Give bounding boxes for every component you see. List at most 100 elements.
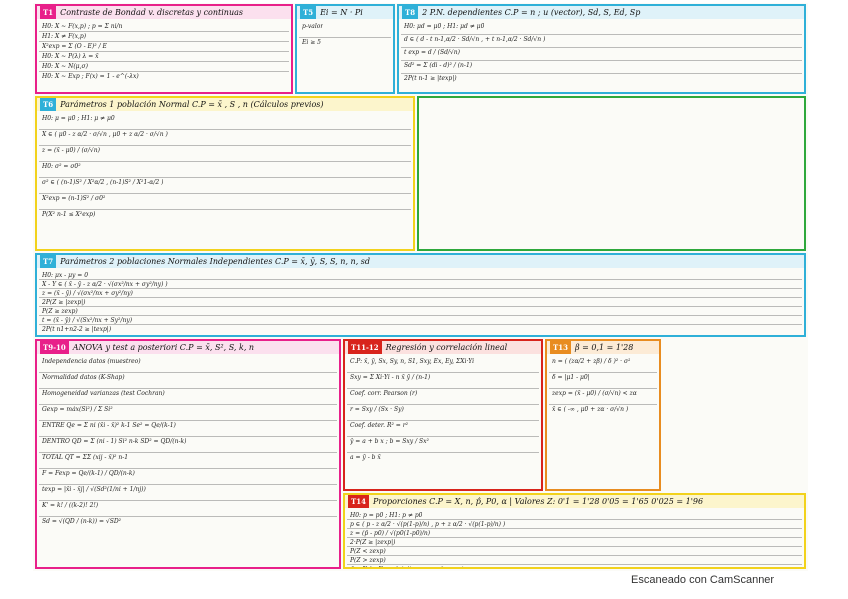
row-divider bbox=[39, 372, 337, 373]
row-divider bbox=[347, 519, 802, 520]
section-title: Contraste de Bondad v. discretas y conti… bbox=[60, 8, 243, 17]
formula-line: Sxy = Σ Xi·Yi - n x̄ ȳ / (n-1) bbox=[350, 374, 431, 381]
formula-line: 2P(Z ≥ |zexp|) bbox=[42, 299, 86, 306]
row-divider bbox=[39, 324, 802, 325]
row-divider bbox=[39, 452, 337, 453]
formula-line: 2P(t n1+n2-2 ≥ |texp|) bbox=[42, 326, 112, 333]
row-divider bbox=[549, 372, 657, 373]
camscanner-watermark: Escaneado con CamScanner bbox=[631, 574, 775, 586]
row-divider bbox=[39, 51, 289, 52]
row-divider bbox=[347, 452, 539, 453]
formula-line: p-valor bbox=[302, 23, 324, 30]
formula-line: TOTAL QT = ΣΣ (xij - x̄)² n-1 bbox=[42, 454, 129, 461]
formula-line: H0: X ~ Exp ; F(x) = 1 - e^(-λx) bbox=[42, 73, 139, 80]
row-divider bbox=[401, 60, 802, 61]
row-divider bbox=[39, 404, 337, 405]
section-title: Parámetros 1 población Normal C.P = x̄ ,… bbox=[60, 100, 324, 109]
formula-line: Sd = √(QD / (n-k)) = √SD² bbox=[42, 518, 122, 525]
row-divider bbox=[39, 288, 802, 289]
formula-line: H0: μ = μ0 ; H1: μ ≠ μ0 bbox=[42, 115, 115, 122]
formula-line: zexp = (x̄ - μ0) / (σ/√n) < zα bbox=[552, 390, 637, 397]
row-divider bbox=[347, 546, 802, 547]
row-divider bbox=[39, 388, 337, 389]
formula-line: DENTRO QD = Σ (ni - 1) Si² n-k SD² = QD/… bbox=[42, 438, 187, 445]
formula-line: Coef. corr. Pearson (r) bbox=[350, 390, 418, 397]
formula-line: r = Sxy / (Sx · Sy) bbox=[350, 406, 404, 413]
formula-line: H0: p = p0 ; H1: p ≠ p0 bbox=[350, 512, 423, 519]
formula-line: X²exp = Σ (O - E)² / E bbox=[42, 43, 107, 50]
formula-line: P(X² n-1 ≤ X²exp) bbox=[42, 211, 96, 218]
row-divider bbox=[347, 528, 802, 529]
formula-line: X - Y ∈ ( x̄ - ȳ - z α/2 · √(σx²/nx + σy… bbox=[42, 281, 168, 288]
formula-line: z = (x̄ - ȳ) / √(σx²/nx + σy²/ny) bbox=[42, 290, 133, 297]
formula-line: Ei ≥ 5 bbox=[302, 39, 321, 46]
formula-line: X²exp = (n-1)S² / σ0² bbox=[42, 195, 106, 202]
formula-line: t = (x̄ - ȳ) / √(Sx²/nx + Sy²/ny) bbox=[42, 317, 133, 324]
section-title: Proporciones C.P = X, n, p̂, P0, α | Val… bbox=[372, 497, 704, 506]
formula-line: d ∈ ( d - t n-1,α/2 · Sd/√n , + t n-1,α/… bbox=[404, 36, 546, 43]
formula-line: Coef. deter. R² = r² bbox=[350, 422, 408, 429]
formula-line: K' = k! / ((k-2)! 2!) bbox=[42, 502, 99, 509]
row-divider bbox=[39, 71, 289, 72]
formula-line: C.P: x̄, ȳ, Sx, Sy, n, S1, Sxy, Ex, Ey, … bbox=[350, 358, 475, 365]
formula-line: z = (x̄ - μ0) / (σ/√n) bbox=[42, 147, 100, 154]
section-tag: T8 bbox=[402, 6, 419, 19]
formula-line: Sd² = Σ (di - d̄)² / (n-1) bbox=[404, 62, 473, 69]
row-divider bbox=[401, 34, 802, 35]
row-divider bbox=[39, 306, 802, 307]
formula-line: X ∈ ( μ0 - z α/2 · σ/√n , μ0 + z α/2 · σ… bbox=[42, 131, 168, 138]
section-tag: T11-12 bbox=[348, 341, 382, 354]
formula-line: ENTRE Qe = Σ ni (x̄i - x̄)² k-1 Se² = Qe… bbox=[42, 422, 176, 429]
row-divider bbox=[39, 41, 289, 42]
section-tag: T5 bbox=[300, 6, 317, 19]
section-title: Ei = N · Pi bbox=[320, 8, 363, 17]
formula-line: σ² ∈ ( (n-1)S² / X²α/2 , (n-1)S² / X²1-α… bbox=[42, 179, 164, 186]
formula-line: Gexp = máx(Si²) / Σ Si² bbox=[42, 406, 113, 413]
formula-line: H0: X ~ F(x,p) ; p = Σ ni/n bbox=[42, 23, 123, 30]
formula-line: texp = |x̄i - x̄j| / √(Sd²(1/ni + 1/nj)) bbox=[42, 486, 146, 493]
formula-line: Homogeneidad varianzas (test Cochran) bbox=[42, 390, 165, 397]
row-divider bbox=[39, 315, 802, 316]
row-divider bbox=[39, 436, 337, 437]
row-divider bbox=[347, 404, 539, 405]
row-divider bbox=[347, 372, 539, 373]
row-divider bbox=[347, 436, 539, 437]
formula-line: P(Z > zexp) bbox=[350, 557, 386, 564]
row-divider bbox=[39, 177, 411, 178]
row-divider bbox=[39, 484, 337, 485]
section-tag: T1 bbox=[40, 6, 57, 19]
section-tag: T7 bbox=[40, 255, 57, 268]
section-tag: T14 bbox=[348, 495, 369, 508]
row-divider bbox=[347, 388, 539, 389]
row-divider bbox=[39, 516, 337, 517]
row-divider bbox=[39, 161, 411, 162]
formula-line: 2P(t n-1 ≥ |texp|) bbox=[404, 75, 457, 82]
formula-line: H0: μx - μy = 0 bbox=[42, 272, 89, 279]
formula-line: Independencia datos (muestreo) bbox=[42, 358, 141, 365]
formula-line: p̂ = X / n X → nº éxitos ; n → nº muestr… bbox=[350, 566, 473, 567]
row-divider bbox=[39, 500, 337, 501]
formula-line: P(Z < zexp) bbox=[350, 548, 386, 555]
row-divider bbox=[39, 129, 411, 130]
row-divider bbox=[549, 388, 657, 389]
formula-line: ŷ = a + b x ; b = Sxy / Sx² bbox=[350, 438, 429, 445]
row-divider bbox=[39, 209, 411, 210]
section-tag: T6 bbox=[40, 98, 57, 111]
formula-line: Normalidad datos (K-Shap) bbox=[42, 374, 125, 381]
